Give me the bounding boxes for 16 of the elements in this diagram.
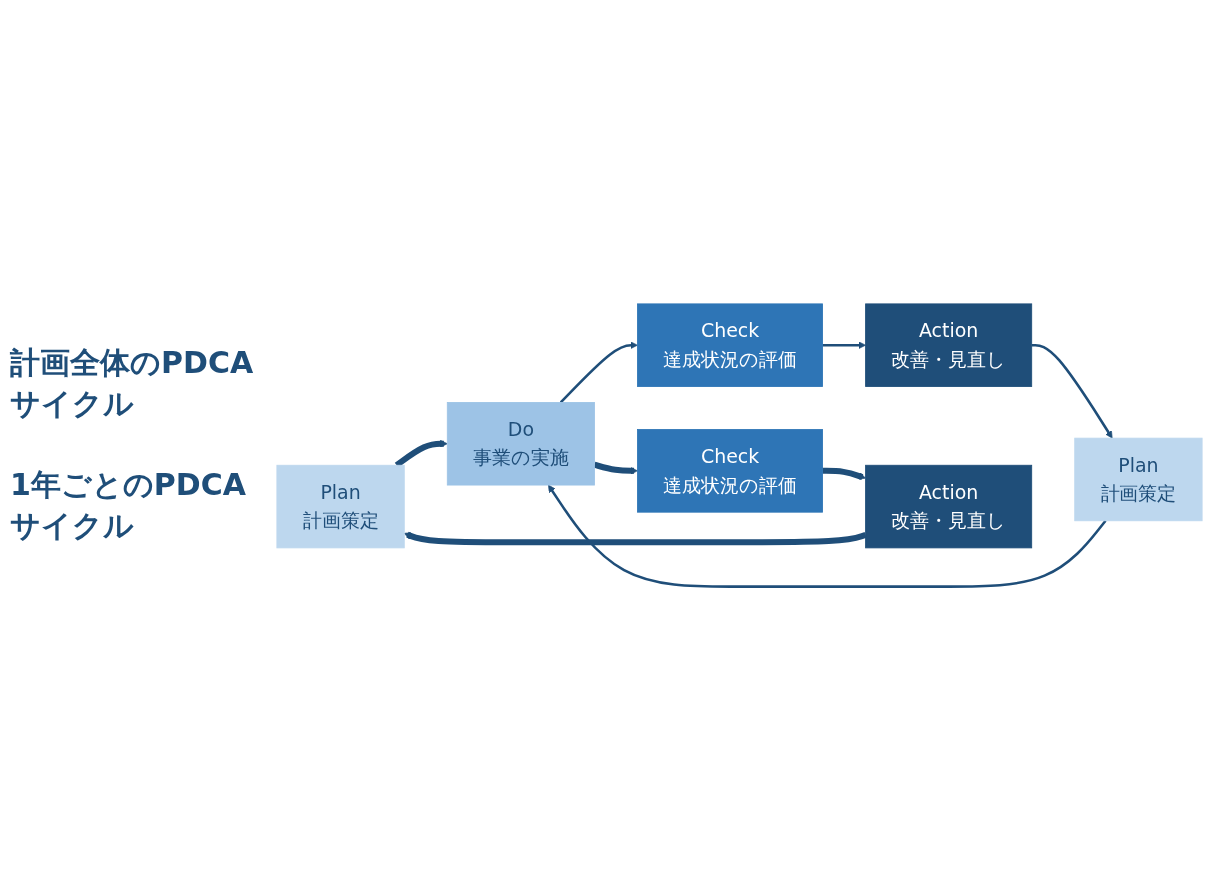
cycle-label: 計画全体のPDCAサイクル — [10, 344, 255, 423]
node-box: Plan 計画策定 — [276, 464, 405, 549]
arrow — [403, 531, 867, 546]
node-box: Check 達成状況の評価 — [637, 428, 823, 513]
node-box: Do 事業の実施 — [446, 401, 595, 486]
arrow — [548, 484, 1107, 588]
node-box: Action 改善・見直し — [865, 464, 1033, 549]
arrow — [1031, 343, 1113, 439]
arrow — [822, 467, 866, 480]
arrow — [559, 341, 638, 404]
node-box: Action 改善・見直し — [865, 303, 1033, 387]
node-box: Plan 計画策定 — [1074, 437, 1203, 521]
arrow — [822, 341, 866, 349]
arrow — [593, 461, 638, 475]
cycle-label: 1年ごとのPDCAサイクル — [10, 466, 247, 545]
node-box: Check 達成状況の評価 — [637, 303, 823, 387]
